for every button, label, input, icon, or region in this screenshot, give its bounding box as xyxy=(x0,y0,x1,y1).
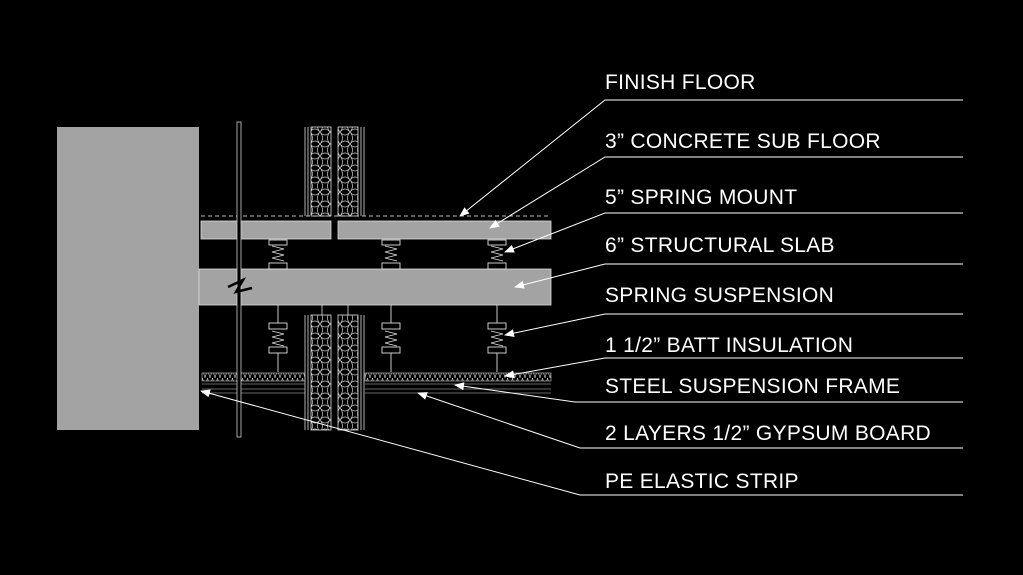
leader-lines xyxy=(200,99,963,496)
label-spring-mount: 5” SPRING MOUNT xyxy=(605,186,798,209)
break-symbol xyxy=(227,277,253,294)
concrete-sub-floor-left xyxy=(200,220,332,240)
spring-hangers xyxy=(268,305,507,372)
label-spring-suspension: SPRING SUSPENSION xyxy=(605,284,835,307)
label-batt-insulation: 1 1/2” BATT INSULATION xyxy=(605,334,854,357)
break-line-element xyxy=(236,121,242,438)
upper-wall xyxy=(304,126,365,217)
label-pe-elastic-strip: PE ELASTIC STRIP xyxy=(605,470,799,493)
batt-insulation-right xyxy=(364,372,552,382)
lower-wall xyxy=(304,305,365,431)
concrete-sub-floor-right xyxy=(337,220,552,240)
label-concrete-sub-floor: 3” CONCRETE SUB FLOOR xyxy=(605,130,881,153)
structural-slab xyxy=(198,268,552,306)
spring-mounts xyxy=(268,239,507,270)
label-steel-suspension-frame: STEEL SUSPENSION FRAME xyxy=(605,375,901,398)
label-structural-slab: 6” STRUCTURAL SLAB xyxy=(605,234,835,257)
concrete-column xyxy=(57,127,199,430)
label-finish-floor: FINISH FLOOR xyxy=(605,71,756,94)
label-gypsum-board: 2 LAYERS 1/2” GYPSUM BOARD xyxy=(605,422,932,445)
batt-insulation-left xyxy=(201,372,306,382)
